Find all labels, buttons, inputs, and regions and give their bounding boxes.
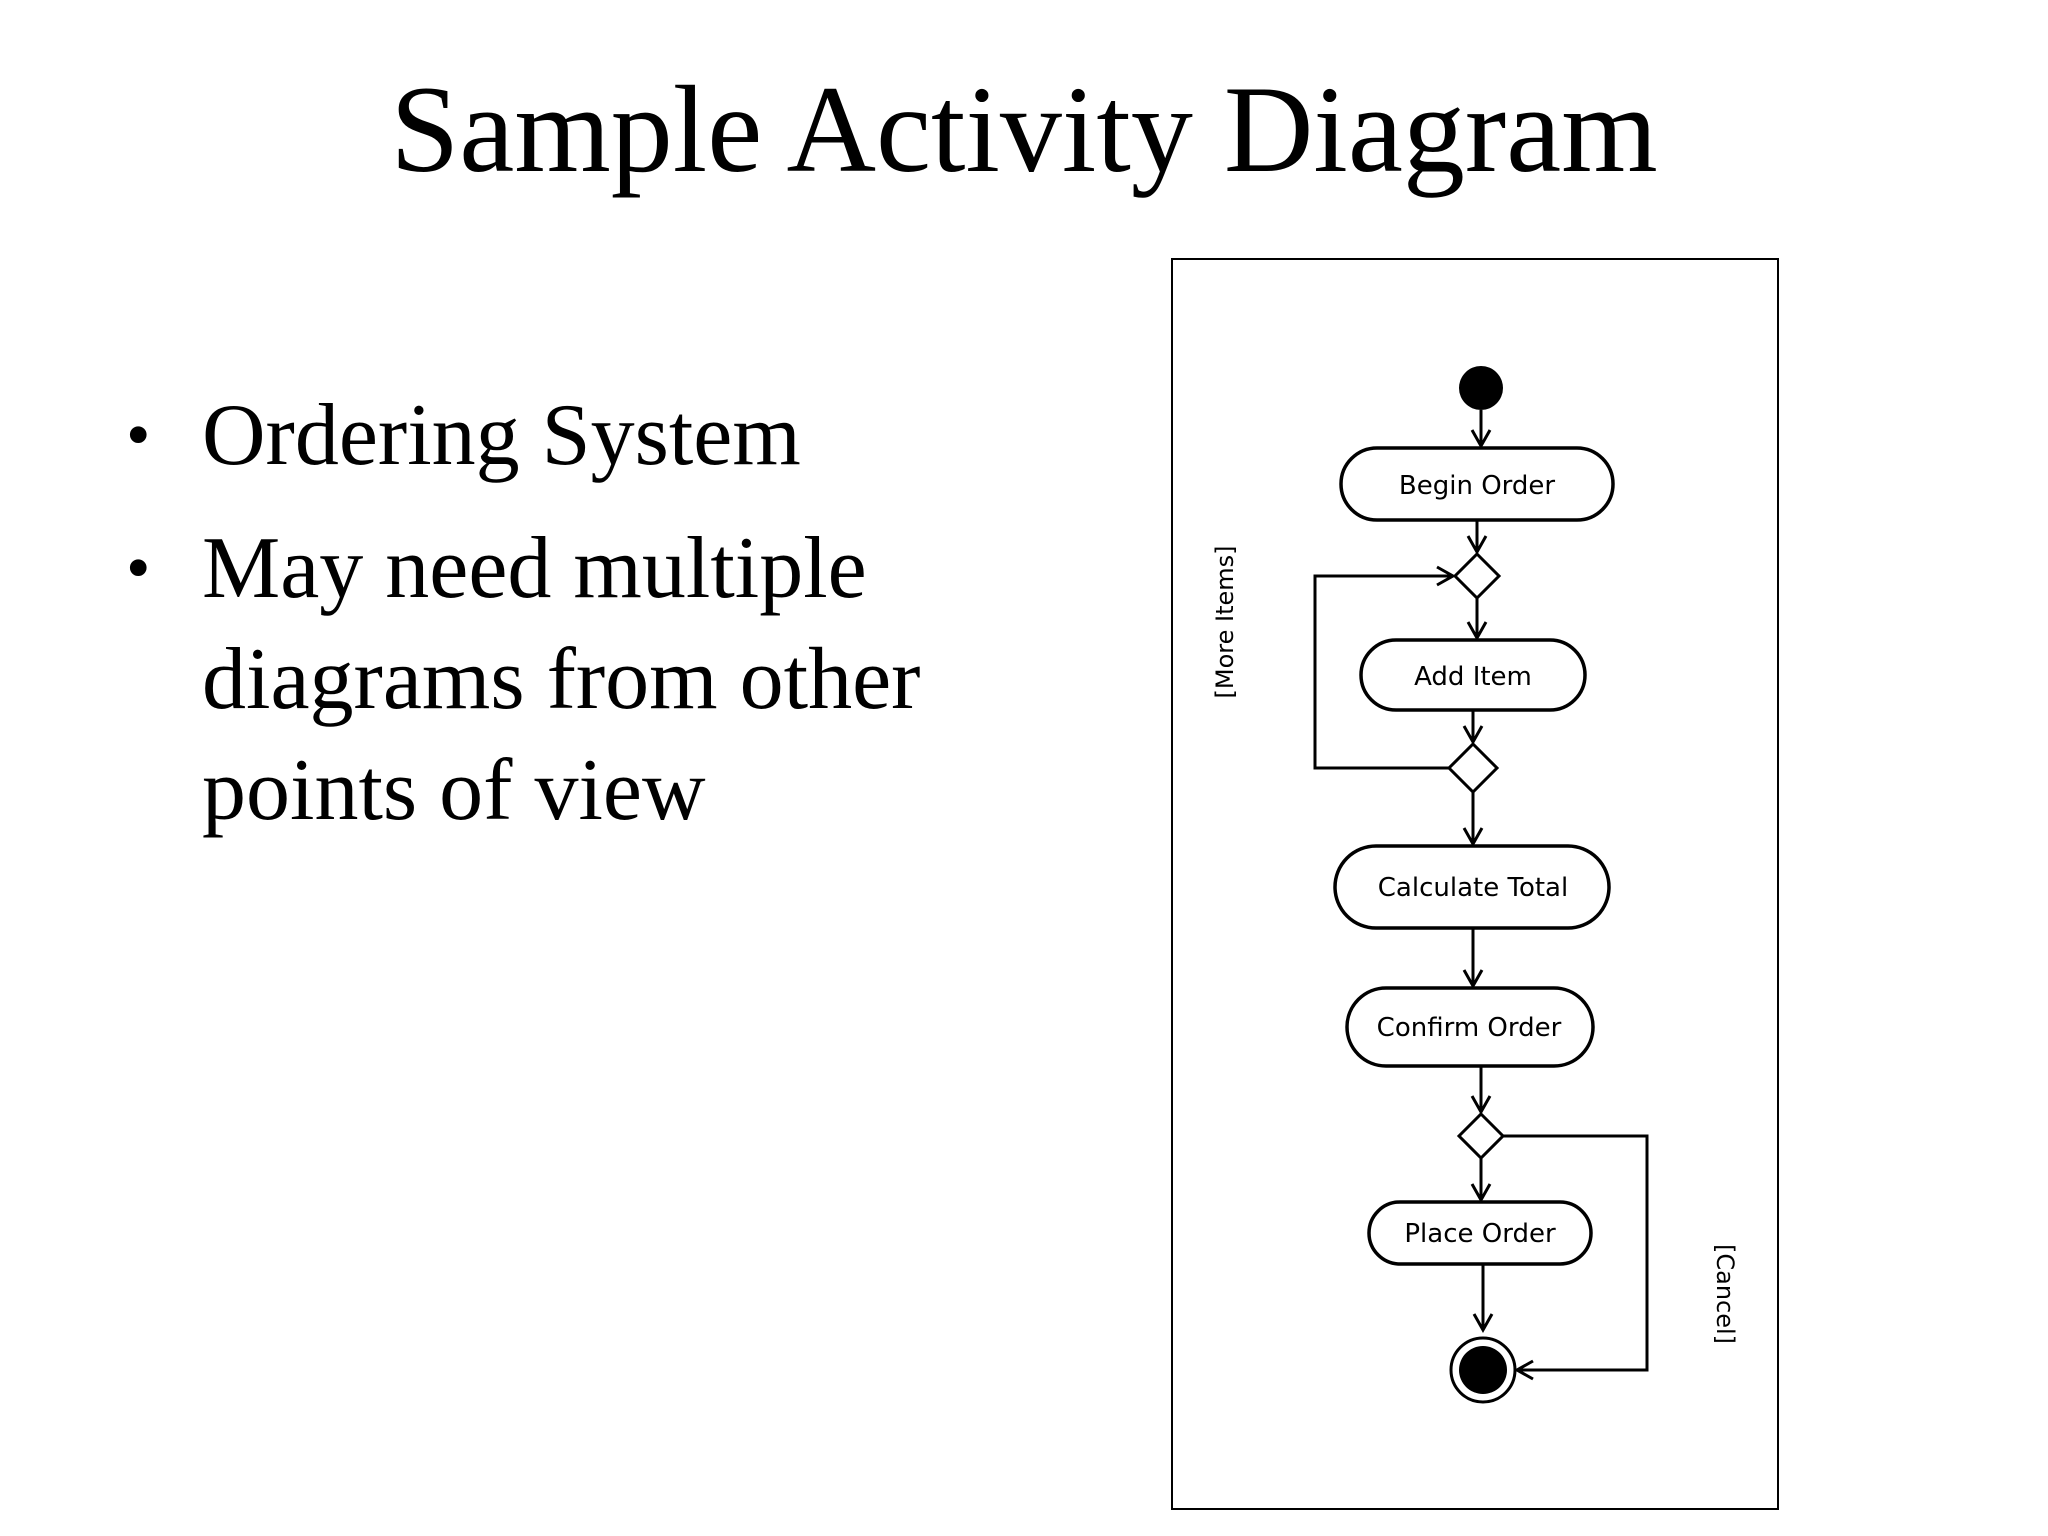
decision-node-icon <box>1446 741 1500 795</box>
activity-diagram-frame: Begin Order Add Item [More Items] Calcul… <box>1171 258 1779 1510</box>
decision-node-icon <box>1456 1111 1506 1161</box>
cancel-flow <box>1503 1134 1649 1381</box>
bullet-text: May need multiple diagrams from other po… <box>202 520 921 839</box>
activity-label: Add Item <box>1414 662 1532 692</box>
bullet-dot-icon: • <box>126 530 151 607</box>
activity-diagram: Begin Order Add Item [More Items] Calcul… <box>1211 366 1739 1404</box>
loop-back-flow <box>1313 565 1457 770</box>
bullet-list: • Ordering System • May need multiple di… <box>118 380 1078 868</box>
merge-node-icon <box>1452 551 1502 601</box>
activity-label: Begin Order <box>1399 471 1556 501</box>
bullet-ordering-system: • Ordering System <box>118 380 1078 491</box>
initial-node-icon <box>1459 366 1503 410</box>
slide-title: Sample Activity Diagram <box>390 61 1658 198</box>
activity-label: Calculate Total <box>1378 873 1568 903</box>
activity-confirm-order <box>1345 986 1595 1068</box>
guard-more-items: [More Items] <box>1211 546 1239 699</box>
activity-label: Confirm Order <box>1377 1013 1562 1043</box>
guard-cancel: [Cancel] <box>1711 1244 1739 1344</box>
final-node-core <box>1459 1346 1507 1394</box>
activity-label: Place Order <box>1404 1219 1556 1249</box>
bullet-dot-icon: • <box>126 397 151 474</box>
bullet-multiple-diagrams: • May need multiple diagrams from other … <box>118 513 1078 846</box>
activity-place-order <box>1367 1200 1593 1266</box>
bullet-text: Ordering System <box>202 387 801 484</box>
